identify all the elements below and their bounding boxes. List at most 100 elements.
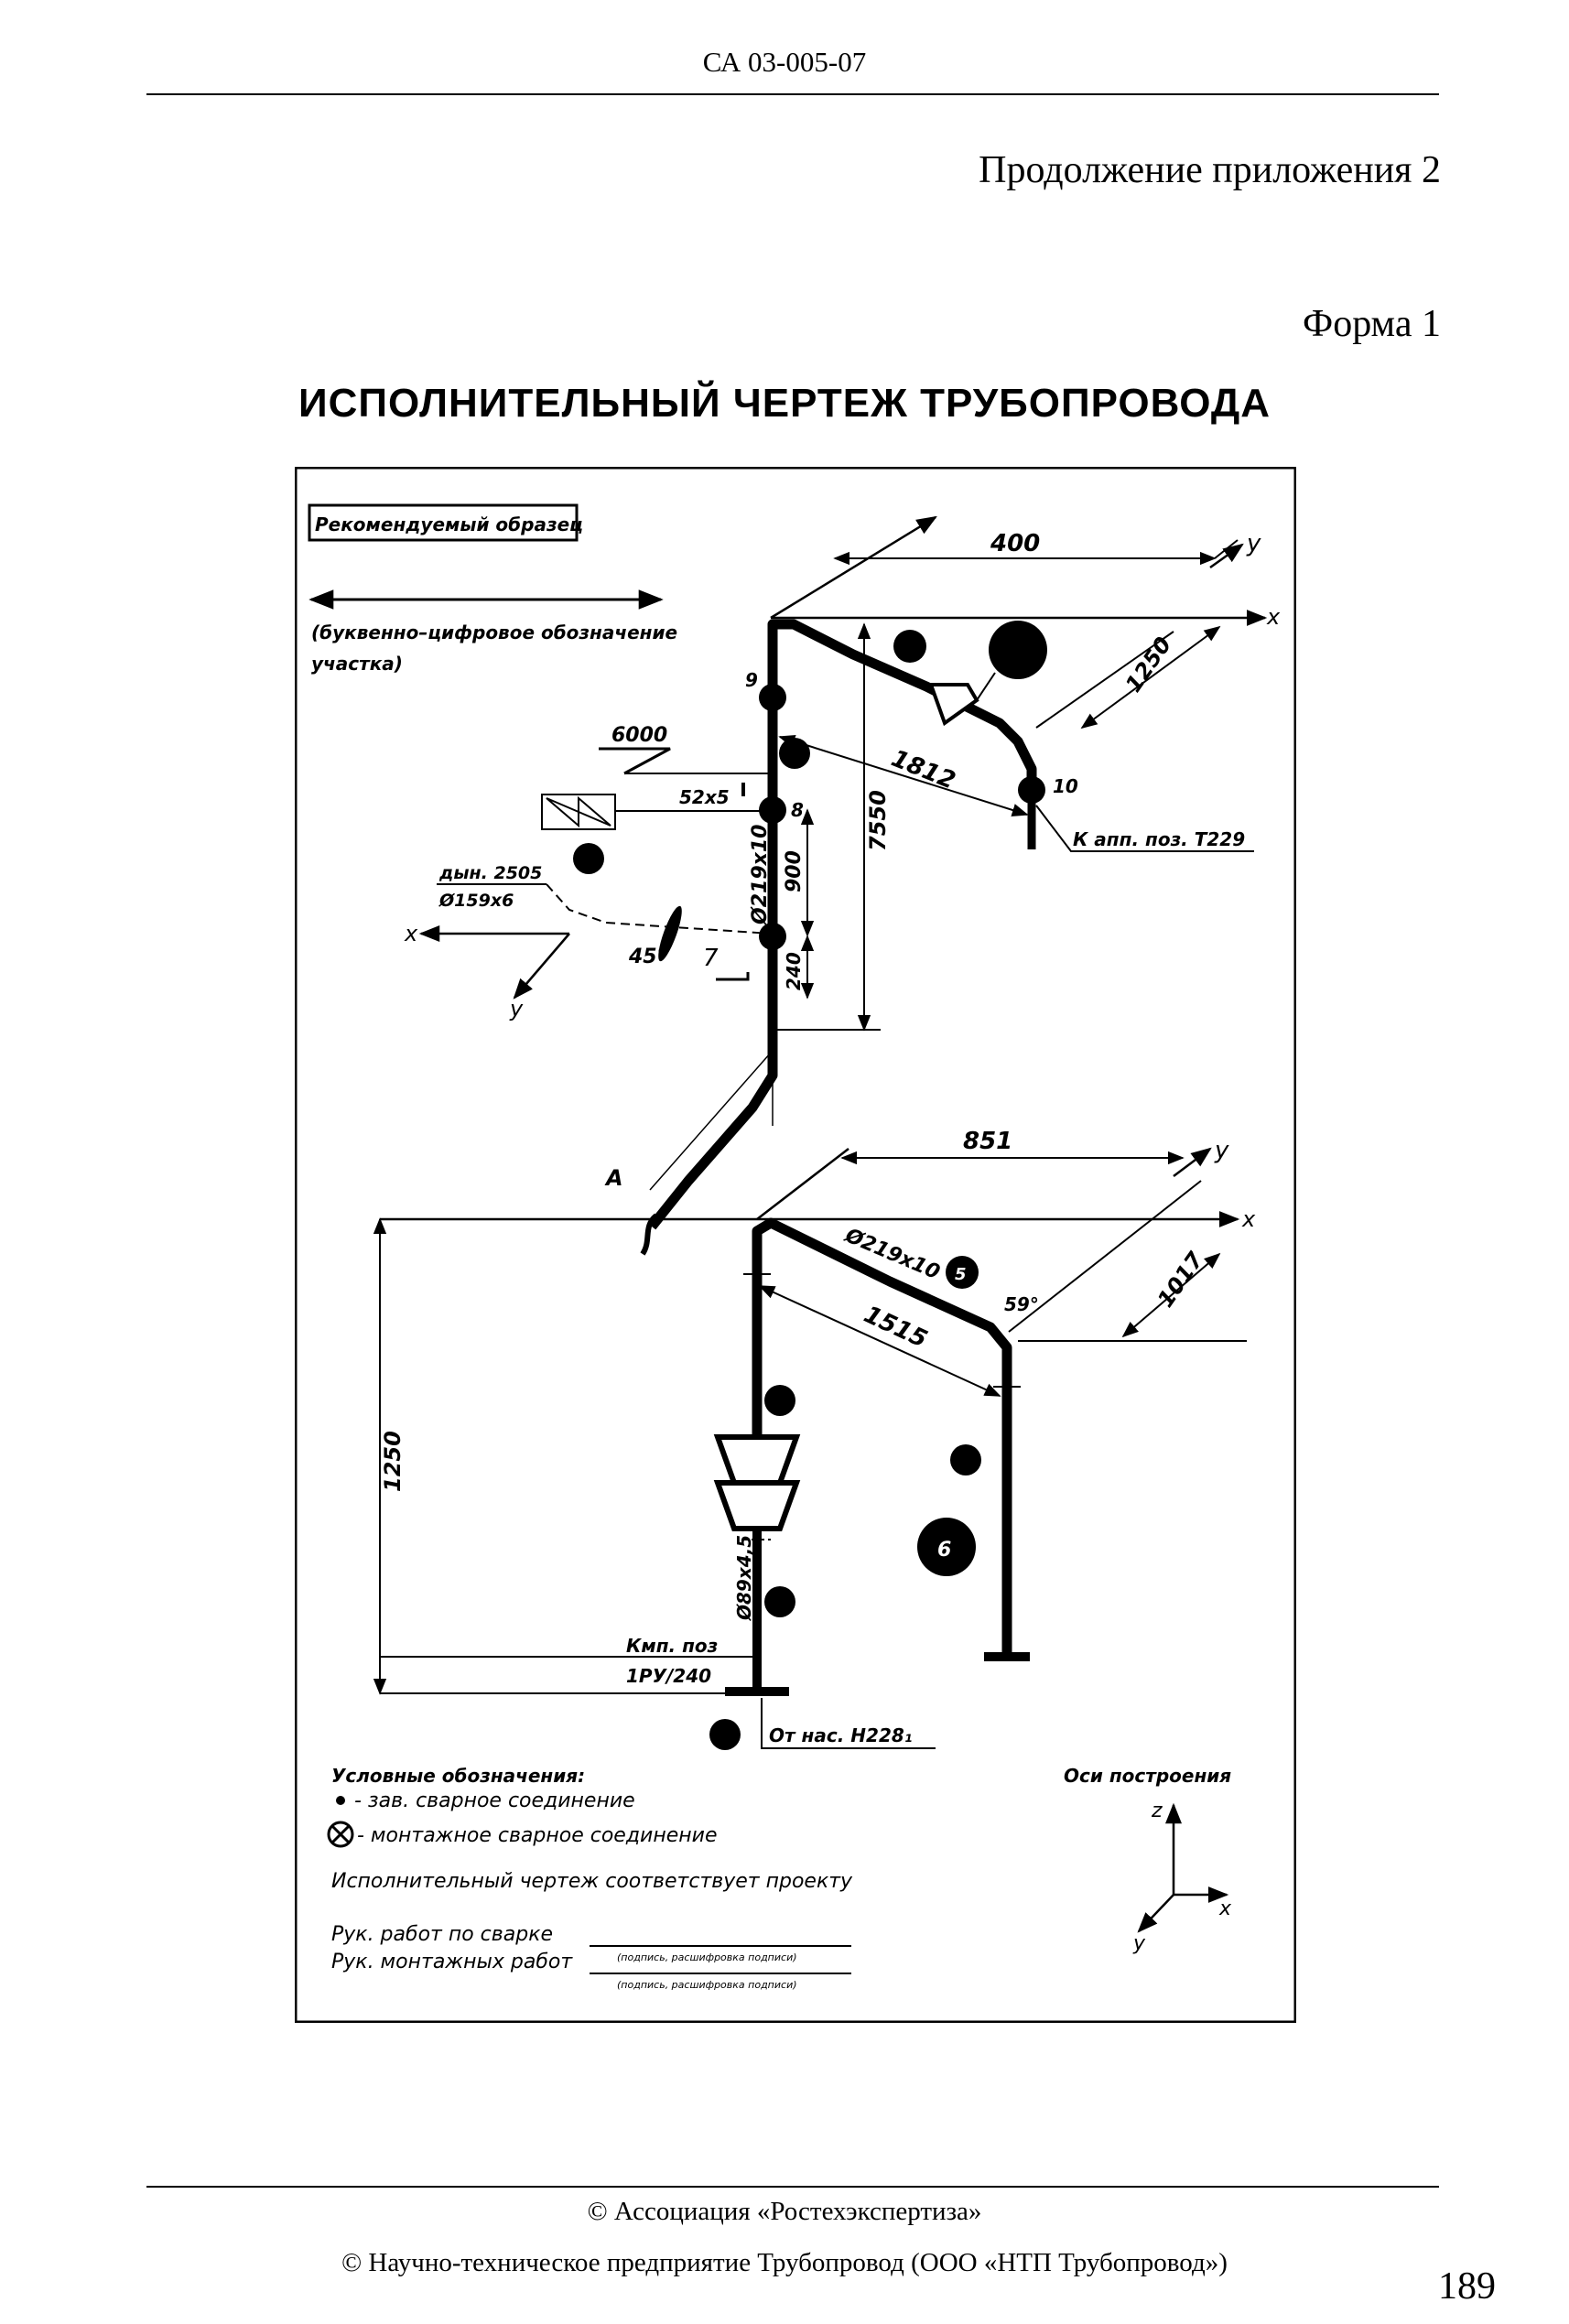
appendix-continuation: Продолжение приложения 2 [979,149,1441,191]
upper-marker-4 [573,843,604,874]
upper-marker-2 [989,621,1047,679]
drawing-frame [295,467,1296,2023]
weld-7-label: 7 [703,945,719,972]
km-label-2: 1РУ/240 [626,1665,711,1687]
upper-riser [647,645,778,1230]
lower-marker-d [709,1719,741,1750]
upper-dim-1812-label: 1812 [887,745,958,795]
elevation-6000-label: 6000 [611,724,667,747]
weld-7-dot [759,923,786,950]
end-A-symbol [640,1213,659,1256]
weld-10-label: 10 [1053,775,1078,797]
km-label-1: Кмп. поз [626,1635,718,1657]
field-weld-symbol [327,1821,354,1848]
upper-dim-900-label: 900 [783,850,806,892]
legend: Условные обозначения: - зав. сварное сое… [327,1765,1232,1991]
left-y-axis [513,933,570,1000]
upper-pipe-spec: Ø219х10 [749,825,772,926]
header-rule [146,93,1439,95]
weld-5-label: 5 [955,1265,967,1284]
conformity-text: Исполнительный чертеж соответствует прое… [331,1870,853,1893]
legend-y-label: y [1132,1932,1146,1955]
weld-8-label: 8 [791,799,804,821]
upper-dim-1812 [778,734,1029,817]
to-apparatus-leader [1035,805,1254,852]
lower-dim-1515-label: 1515 [860,1301,931,1354]
lower-reducer-2 [713,1480,801,1531]
upper-dim-400-label: 400 [990,530,1040,557]
upper-marker-3 [779,738,810,769]
weld-10-dot [1018,776,1045,804]
lower-pipe-spec-small: Ø89х4,5 [733,1535,755,1621]
lower-isometric: x 851 y 1017 5 6 1515 Ø219х10 [373,1128,1256,1750]
lower-marker-a [764,1385,795,1416]
footer-rule [146,2186,1439,2188]
from-pump-label: От нас. Н228₁ [769,1724,913,1746]
upper-y-axis [770,515,937,620]
document-code: СА 03-005-07 [702,46,867,78]
lower-dim-1250-label: 1250 [380,1431,406,1492]
upper-1250-ext [1035,631,1174,729]
signature-hint-2: (подпись, расшифровка подписи) [617,1979,797,1991]
lower-pipe-spec-top: Ø219х10 [840,1224,943,1285]
upper-y-axis-label: y [1246,530,1261,557]
branch-label-2: Ø159х6 [438,891,514,911]
footer-copyright-1: © Ассоциация «Ростехэкспертиза» [587,2197,982,2226]
branch-cut-mark [658,905,682,962]
weld-8-dot [759,796,786,824]
field-weld-symbol-x2 [330,1824,351,1844]
left-x-axis-label: x [404,921,418,946]
weld-7-break [716,972,750,981]
section-hint-line2: участка) [311,653,403,675]
lower-y-axis-label: y [1214,1137,1229,1164]
upper-y-axis-right [1209,543,1244,569]
upper-x-axis-label: x [1266,604,1281,630]
branch-52-label: 52х5 [679,786,730,808]
branch-label-1: дын. 2505 [438,863,542,883]
lower-marker-6 [917,1518,976,1576]
upper-dim-1250 [1080,625,1221,730]
to-apparatus-label: К апп. поз. Т229 [1073,828,1245,850]
left-y-axis-label: y [509,996,524,1021]
factory-weld-symbol [336,1796,345,1805]
lower-y-axis-right [1173,1147,1212,1177]
elevation-6000-mark [599,747,671,775]
end-A-label: А [604,1165,623,1191]
upper-marker-2-leader [976,672,996,701]
welding-head-label: Рук. работ по сварке [331,1923,553,1946]
factory-weld-text: - зав. сварное соединение [354,1789,635,1812]
lower-dim-1017 [1121,1252,1221,1338]
upper-reducer [928,683,979,727]
page-number: 189 [1438,2265,1496,2308]
from-pump-leader [761,1698,936,1749]
upper-400-ext [936,517,1228,545]
lower-marker-c [764,1586,795,1617]
lower-reducer-1 [713,1434,801,1486]
angle-45-label: 45° [628,946,667,968]
lower-dim-1515 [758,1285,1001,1397]
axes-title: Оси построения [1064,1765,1231,1787]
assembly-head-label: Рук. монтажных работ [331,1951,573,1973]
lower-marker-5 [946,1256,979,1289]
lower-y-axis [756,1148,849,1220]
legend-x-label: x [1218,1897,1232,1920]
lower-dim-851-label: 851 [963,1128,1012,1155]
branch-valve-symbol [546,795,611,828]
upper-marker-1 [893,630,926,663]
upper-dim-7550-label: 7550 [865,790,891,851]
weld-6-label: 6 [937,1539,951,1562]
lower-marker-b [950,1444,981,1475]
field-weld-text: - монтажное сварное соединение [357,1824,717,1847]
upper-dim-240-label: 240 [783,952,805,990]
legend-y-axis [1137,1894,1174,1933]
sample-stamp: Рекомендуемый образец [315,513,583,535]
sample-stamp-box [308,503,579,542]
legend-z-label: z [1151,1800,1163,1822]
legend-title: Условные обозначения: [331,1765,585,1787]
footer-copyright-2: © Научно-техническое предприятие Трубопр… [341,2248,1228,2277]
lower-dim-1017-label: 1017 [1152,1247,1208,1312]
page-title: ИСПОЛНИТЕЛЬНЫЙ ЧЕРТЕЖ ТРУБОПРОВОДА [298,381,1271,426]
section-hint-line1: (буквенно–цифровое обозначение [311,622,677,643]
upper-diag-ref [649,1052,772,1191]
pipeline-drawing: Рекомендуемый образец (буквенно–цифровое… [295,467,1296,2023]
